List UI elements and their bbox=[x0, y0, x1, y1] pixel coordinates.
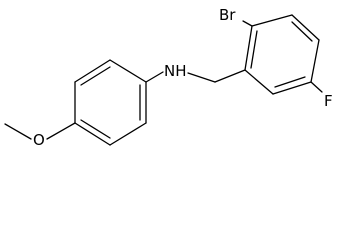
ring2-bond-5 bbox=[109, 122, 147, 146]
ring-ch2-bond bbox=[214, 69, 246, 83]
o-ch3-bond bbox=[4, 123, 32, 140]
ring1-double-bond-b bbox=[274, 76, 306, 88]
bromine-label: Br bbox=[219, 6, 236, 24]
ring2-bond-4 bbox=[74, 122, 111, 146]
amine-label: NH bbox=[164, 62, 187, 80]
ring2-bond-2 bbox=[74, 59, 111, 83]
ring1-bond-1 bbox=[251, 14, 293, 27]
ring1-double-bond-a bbox=[291, 21, 313, 42]
c-f-bond bbox=[310, 81, 323, 93]
ring1-bond-6 bbox=[244, 25, 253, 71]
c-br-bond bbox=[242, 20, 253, 27]
n-aryl-bond bbox=[145, 71, 164, 83]
ring1-bond-5 bbox=[244, 69, 274, 95]
ring2-double-bond-a bbox=[80, 66, 111, 86]
fluorine-label: F bbox=[324, 92, 333, 110]
ring1-bond-4 bbox=[272, 81, 312, 95]
c-o-bond bbox=[46, 122, 76, 140]
ch2-n-bond bbox=[187, 72, 216, 83]
methoxyphenyl-ring bbox=[74, 59, 147, 146]
bromofluorophenyl-ring bbox=[244, 14, 320, 95]
ring2-bond-1 bbox=[109, 59, 147, 83]
ring1-double-bond-c bbox=[250, 30, 258, 69]
ring1-bond-2 bbox=[291, 14, 320, 41]
ring2-double-bond-b bbox=[80, 119, 111, 139]
ring1-bond-3 bbox=[310, 39, 320, 83]
oxygen-label: O bbox=[33, 131, 45, 149]
chemical-structure-diagram: Br F NH O bbox=[4, 6, 333, 149]
